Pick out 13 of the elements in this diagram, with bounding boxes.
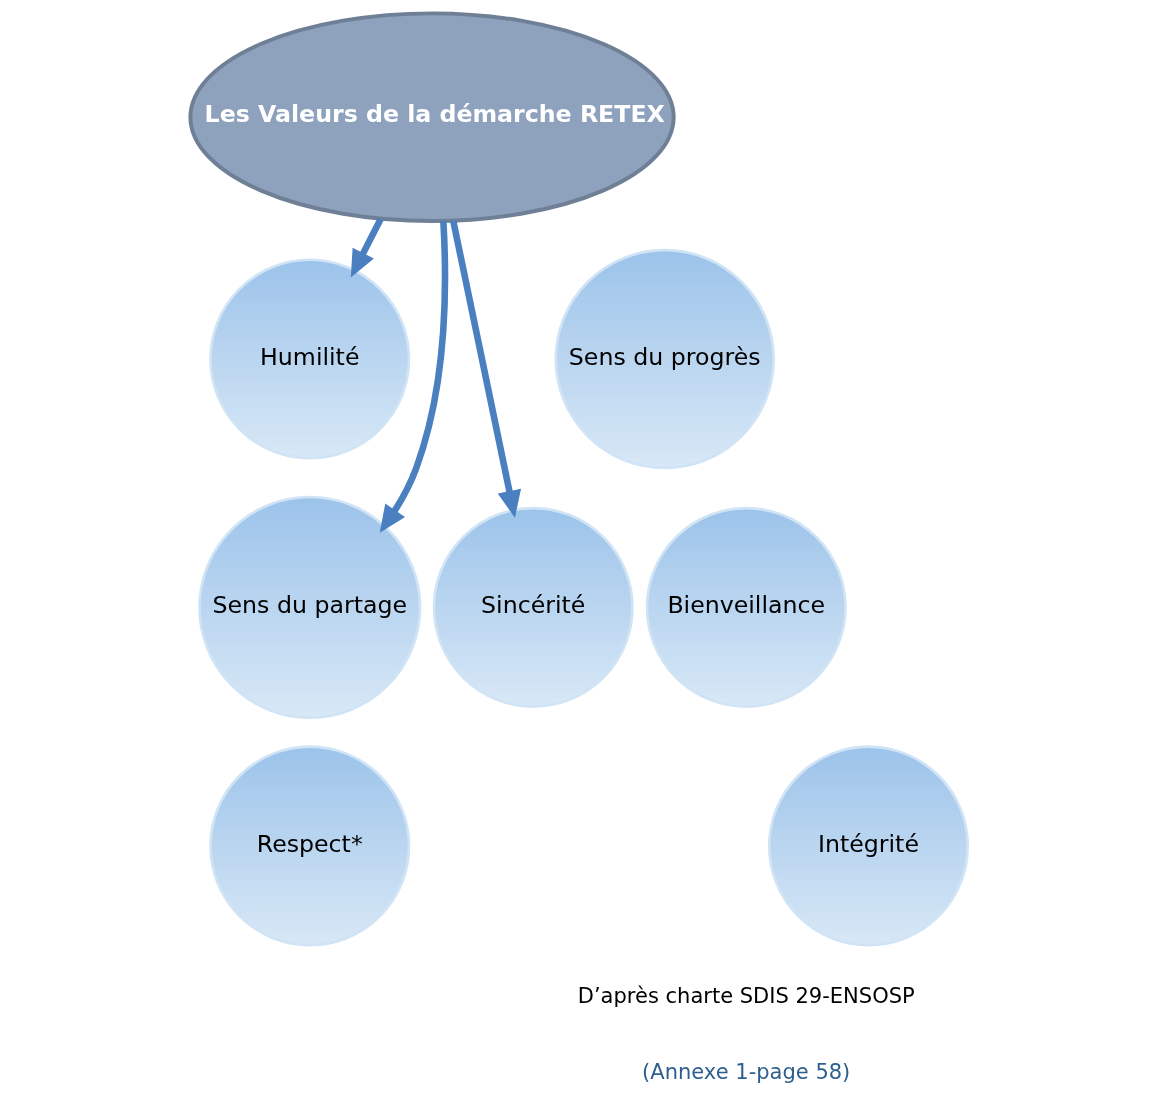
node-circle: Respect*: [208, 745, 410, 947]
label: (Annexe 1-page 58): [641, 1058, 850, 1084]
node-circle: Humilité: [208, 258, 410, 460]
node-circle: Bienveillance: [645, 506, 847, 708]
node-circle: Sens du progrès: [553, 248, 775, 470]
arrow: [449, 220, 521, 518]
arrow: [350, 217, 384, 278]
node-circle: Sincérité: [432, 506, 634, 708]
node-ellipse: Les Valeurs de la démarche RETEX: [187, 11, 676, 224]
arrow: [379, 221, 448, 533]
label: D’après charte SDIS 29-ENSOSP: [577, 982, 915, 1008]
node-circle: Sens du partage: [197, 495, 421, 719]
node-circle: Intégrité: [767, 745, 969, 947]
